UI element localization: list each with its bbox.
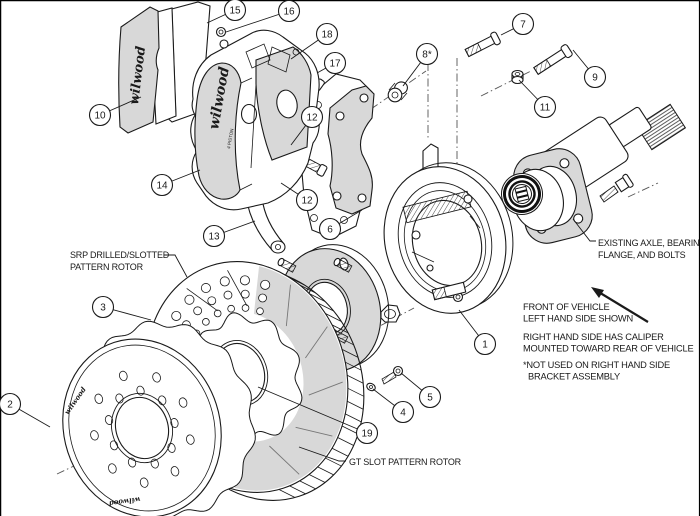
gt-rotor-label: GT SLOT PATTERN ROTOR [349, 457, 462, 467]
brake-pads: wilwood [118, 1, 211, 134]
gt-rotor-label-leader [298, 446, 346, 462]
callout-9-number: 9 [592, 73, 598, 84]
nut-11 [511, 69, 524, 85]
callout-16-leader [225, 10, 290, 33]
callout-9-bubble [583, 65, 607, 89]
callout-13-bubble [202, 224, 226, 248]
callout-2-bubble [0, 392, 22, 416]
axle-bearing [501, 173, 543, 215]
callout-4-bubble [391, 400, 415, 424]
axle-label: FLANGE, AND BOLTS [598, 250, 686, 260]
callout-12-number: 12 [301, 196, 313, 207]
note-right-hand-side: RIGHT HAND SIDE HAS CALIPER [523, 332, 664, 342]
callout-3-bubble [91, 295, 115, 319]
callout-2-number: 2 [7, 400, 13, 411]
srp-rotor-label: SRP DRILLED/SLOTTED [70, 250, 170, 260]
note-not-used: *NOT USED ON RIGHT HAND SIDE [523, 360, 670, 370]
callout-19-number: 19 [361, 429, 373, 440]
callout-15-bubble [223, 0, 247, 22]
axle-spline [635, 103, 687, 151]
callout-6-number: 6 [327, 225, 333, 236]
callout-10-bubble [88, 103, 112, 127]
callout-12-bubble [300, 105, 324, 129]
srp-rotor-label: PATTERN ROTOR [70, 262, 144, 272]
axle-label-leader [572, 218, 596, 242]
axle-nut [380, 304, 401, 323]
callout-4-number: 4 [400, 408, 406, 419]
callout-16-number: 16 [283, 7, 295, 18]
axle-assembly [501, 103, 687, 244]
caliper-piston-label: 4 PISTON [226, 128, 234, 149]
bracket-spacer [387, 81, 408, 103]
note-front-of-vehicle: LEFT HAND SIDE SHOWN [523, 314, 633, 324]
rotor-hat: wilwood wilwood [62, 320, 256, 516]
callout-5-number: 5 [427, 393, 433, 404]
callout-8*-bubble [415, 42, 439, 66]
backing-plate-assembly [383, 143, 514, 314]
note-not-used: BRACKET ASSEMBLY [528, 372, 620, 382]
notes: FRONT OF VEHICLE LEFT HAND SIDE SHOWN RIGH… [523, 302, 694, 382]
callout-15-number: 15 [229, 6, 241, 17]
callout-17-number: 17 [329, 59, 341, 70]
part-labels: SRP DRILLED/SLOTTED PATTERN ROTOR EXISTING… [70, 218, 700, 467]
bolt-9 [533, 44, 573, 76]
srp-rotor-label-leader [164, 254, 188, 278]
callout-19-bubble [355, 421, 379, 445]
hat-brand-script-bottom: wilwood [108, 495, 141, 508]
axle-label: EXISTING AXLE, BEARING, [598, 238, 700, 248]
front-of-vehicle-arrow [591, 287, 649, 323]
callout-6-bubble [318, 217, 342, 241]
callout-13-number: 13 [208, 232, 220, 243]
pad-brand-script: wilwood [127, 45, 149, 105]
callout-10-number: 10 [94, 111, 106, 122]
rotor-gt-slot-face [234, 266, 347, 491]
callout-19-leader [257, 386, 368, 434]
callout-14-number: 14 [156, 181, 168, 192]
callout-16-bubble [277, 0, 301, 23]
callout-5-bubble [418, 385, 442, 409]
callout-12-number: 12 [306, 113, 318, 124]
bolt-5 [381, 365, 404, 385]
note-front-of-vehicle: FRONT OF VEHICLE [523, 302, 610, 312]
note-right-hand-side: MOUNTED TOWARD REAR OF VEHICLE [523, 344, 694, 354]
callout-7-bubble [511, 12, 535, 36]
callout-11-bubble [533, 95, 557, 119]
caliper-bracket [327, 85, 375, 215]
callout-1-bubble [473, 332, 497, 356]
callout-18-number: 18 [321, 30, 333, 41]
callout-8*-number: 8* [422, 50, 432, 61]
callout-12-bubble [295, 188, 319, 212]
flange-bolt [599, 173, 634, 203]
callout-1-number: 1 [482, 340, 488, 351]
callout-17-bubble [323, 51, 347, 75]
shoe-adjuster [431, 281, 467, 301]
callout-18-bubble [315, 22, 339, 46]
caliper: wilwood 4 PISTON [190, 29, 320, 211]
callout-11-number: 11 [540, 103, 551, 114]
callout-14-bubble [150, 173, 174, 197]
bolt-7 [464, 31, 501, 58]
callout-3-number: 3 [100, 303, 106, 314]
callout-7-number: 7 [520, 20, 526, 31]
